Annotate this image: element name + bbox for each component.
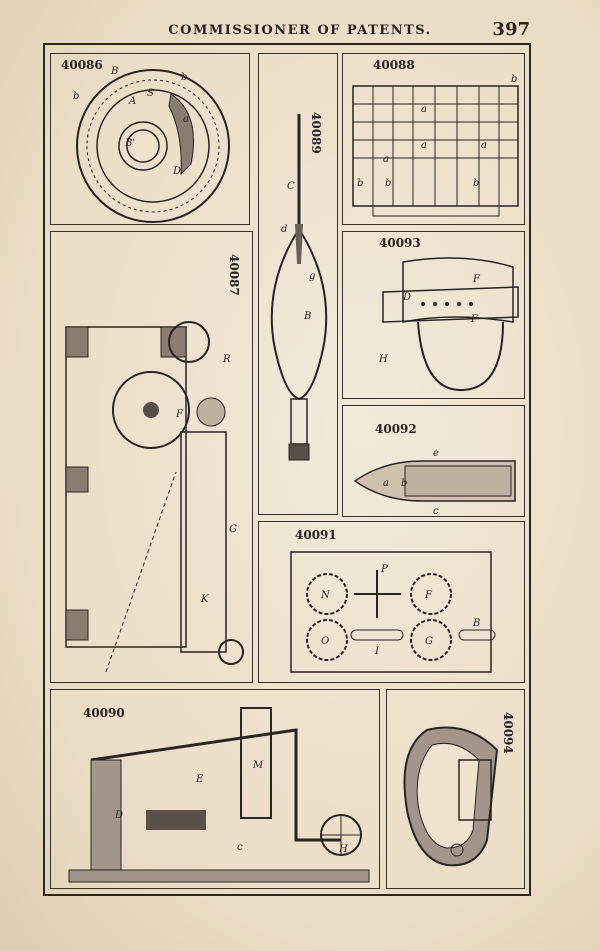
figure-number-40086: 40086 — [61, 58, 103, 72]
figure-number-40093: 40093 — [379, 236, 421, 250]
label-F1: F — [472, 274, 481, 285]
label-a1: a — [421, 104, 427, 115]
label-g: g — [309, 271, 315, 282]
label-M: M — [252, 760, 264, 771]
figure-40086: 40086 B b b A S a B' D — [50, 53, 250, 225]
buckle-drawing — [403, 726, 499, 867]
label-F: F — [424, 590, 433, 601]
figure-40094: 40094 — [386, 689, 525, 889]
label-B-prime: B' — [124, 138, 135, 149]
figure-number-40091: 40091 — [295, 528, 337, 542]
label-A: A — [128, 96, 136, 107]
furnace-drawing: E M D c H — [68, 707, 370, 883]
label-b: b — [401, 478, 407, 489]
label-F2: F — [470, 314, 479, 325]
ratchet-wheel-drawing: B b b A S a B' D — [73, 66, 230, 223]
label-F: F — [175, 409, 184, 420]
label-b-top: b — [511, 74, 517, 85]
label-a: a — [183, 114, 189, 125]
label-B: B — [110, 66, 118, 77]
brace-drawing: F D F H — [378, 257, 519, 392]
figure-40091: 40091 P N F O G B I — [258, 521, 525, 683]
page-number: 397 — [492, 19, 530, 40]
label-B: B — [303, 311, 311, 322]
label-P: P — [380, 564, 388, 575]
label-N: N — [320, 590, 331, 601]
machine-drawing: R F G K — [65, 321, 244, 673]
label-D: D — [114, 810, 123, 821]
label-b3: b — [473, 178, 479, 189]
label-S: S — [147, 88, 154, 99]
insole-drawing: e a b c — [353, 448, 516, 517]
label-d: d — [281, 224, 287, 235]
figure-40090: 40090 E M D c H — [50, 689, 380, 889]
label-R: R — [222, 354, 231, 365]
figure-number-40090: 40090 — [83, 706, 125, 720]
label-D: D — [402, 292, 411, 303]
label-G: G — [229, 524, 237, 535]
label-a: a — [383, 478, 389, 489]
running-header: COMMISSIONER OF PATENTS. — [168, 23, 432, 38]
label-B: B — [472, 618, 480, 629]
label-e: e — [433, 448, 439, 459]
figure-40087: 40087 R F G K — [50, 231, 253, 683]
label-c: c — [237, 842, 243, 853]
label-b2: b — [385, 178, 391, 189]
label-I: I — [374, 646, 380, 657]
figure-40093: 40093 F D F H — [342, 231, 525, 399]
label-K: K — [200, 594, 209, 605]
label-c: c — [433, 506, 439, 517]
cabinet-drawing: b a a a a b b b — [352, 74, 519, 217]
label-D: D — [172, 166, 181, 177]
label-C: C — [287, 181, 295, 192]
label-b2: b — [73, 91, 79, 102]
label-H: H — [378, 354, 388, 365]
figure-40092: 40092 e a b c — [342, 405, 525, 517]
label-G: G — [425, 636, 433, 647]
figure-40089: 40089 C d g B — [258, 53, 338, 515]
label-a2: a — [383, 154, 389, 165]
label-b1: b — [357, 178, 363, 189]
bulb-brush-drawing: C d g B — [270, 114, 328, 461]
label-E: E — [195, 774, 204, 785]
illustration-plate: 40086 B b b A S a B' D 40089 C d — [43, 43, 531, 896]
label-a4: a — [481, 140, 487, 151]
figure-number-40092: 40092 — [375, 422, 417, 436]
label-a3: a — [421, 140, 427, 151]
label-b1: b — [181, 72, 187, 83]
figure-40088: 40088 b a a a a b b b — [342, 53, 525, 225]
label-O: O — [321, 636, 329, 647]
figure-number-40088: 40088 — [373, 58, 415, 72]
label-H: H — [338, 844, 348, 855]
gear-drawing: P N F O G B I — [290, 551, 496, 673]
